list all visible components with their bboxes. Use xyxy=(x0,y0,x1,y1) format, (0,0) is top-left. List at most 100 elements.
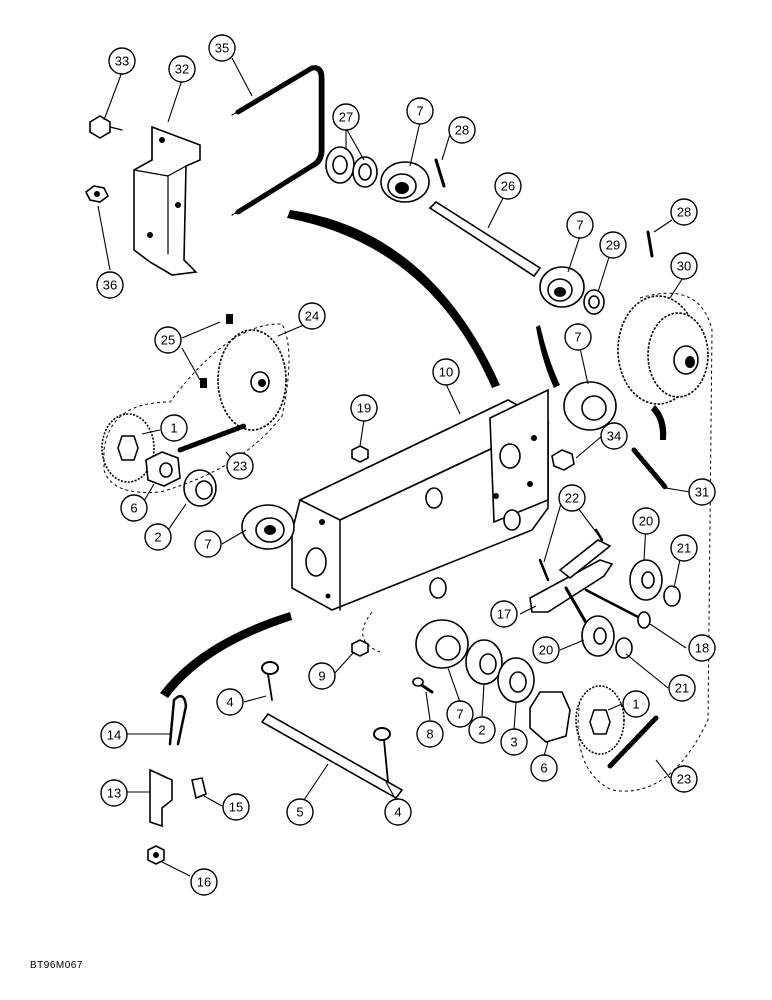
chain-23-left xyxy=(177,423,247,453)
nut-34 xyxy=(551,449,575,471)
sprocket-24 xyxy=(217,329,287,431)
washer-21-lower xyxy=(615,637,633,659)
svg-text:19: 19 xyxy=(357,401,371,416)
roller-20-upper xyxy=(629,559,663,601)
svg-text:24: 24 xyxy=(305,309,319,324)
svg-text:23: 23 xyxy=(677,772,691,787)
spring-pin-14 xyxy=(168,694,188,746)
callout-20-b: 20 xyxy=(532,636,560,664)
svg-text:30: 30 xyxy=(677,259,691,274)
nut-16 xyxy=(147,845,165,865)
sprocket-1-right xyxy=(575,685,625,755)
callout-29: 29 xyxy=(599,231,627,259)
set-screws-25 xyxy=(200,314,233,388)
bolt-8 xyxy=(412,677,434,694)
svg-text:4: 4 xyxy=(394,805,401,820)
callout-17: 17 xyxy=(490,600,518,628)
svg-text:3: 3 xyxy=(510,735,517,750)
callout-6-a: 6 xyxy=(120,494,148,522)
callout-7-b: 7 xyxy=(566,211,594,239)
svg-text:35: 35 xyxy=(215,41,229,56)
svg-text:18: 18 xyxy=(695,641,709,656)
svg-text:5: 5 xyxy=(296,805,303,820)
svg-text:34: 34 xyxy=(607,429,621,444)
callout-19: 19 xyxy=(350,394,378,422)
callout-1-b: 1 xyxy=(622,690,650,718)
main-frame-10 xyxy=(291,388,550,611)
callout-33: 33 xyxy=(108,47,136,75)
callout-28-a: 28 xyxy=(448,116,476,144)
callout-24: 24 xyxy=(298,302,326,330)
callout-6-b: 6 xyxy=(530,754,558,782)
hex-hub-6-bottom xyxy=(529,691,571,743)
svg-text:8: 8 xyxy=(426,727,433,742)
svg-text:32: 32 xyxy=(175,62,189,77)
bearing-7-right xyxy=(539,266,585,308)
svg-text:23: 23 xyxy=(233,459,247,474)
callout-5: 5 xyxy=(286,798,314,826)
hair-pins-4 xyxy=(261,661,391,783)
callout-31: 31 xyxy=(688,478,716,506)
callout-4-a: 4 xyxy=(216,688,244,716)
callout-14: 14 xyxy=(100,721,128,749)
callout-25: 25 xyxy=(154,326,182,354)
callout-34: 34 xyxy=(600,422,628,450)
svg-text:36: 36 xyxy=(103,278,117,293)
chain-path-lines xyxy=(103,292,713,792)
svg-text:9: 9 xyxy=(318,669,325,684)
svg-text:4: 4 xyxy=(226,695,233,710)
callout-36: 36 xyxy=(96,271,124,299)
svg-text:25: 25 xyxy=(161,333,175,348)
callout-1-a: 1 xyxy=(160,414,188,442)
nut-36 xyxy=(84,185,110,203)
callout-26: 26 xyxy=(494,172,522,200)
callout-35: 35 xyxy=(208,34,236,62)
callout-18: 18 xyxy=(688,634,716,662)
bearing-7-frame xyxy=(563,381,617,431)
svg-text:29: 29 xyxy=(606,238,620,253)
shaft-5 xyxy=(260,712,404,800)
svg-text:6: 6 xyxy=(130,501,137,516)
callout-13: 13 xyxy=(100,779,128,807)
collar-29 xyxy=(583,289,605,315)
svg-text:20: 20 xyxy=(539,643,553,658)
flow-arrows xyxy=(160,210,667,698)
callout-9: 9 xyxy=(308,662,336,690)
spacer-2-bottom xyxy=(465,639,503,685)
svg-text:7: 7 xyxy=(456,707,463,722)
callout-7-c: 7 xyxy=(564,323,592,351)
svg-text:1: 1 xyxy=(170,421,177,436)
callout-22: 22 xyxy=(558,484,586,512)
callout-7-a: 7 xyxy=(406,97,434,125)
callout-20-a: 20 xyxy=(632,507,660,535)
svg-text:17: 17 xyxy=(497,607,511,622)
callout-28-b: 28 xyxy=(670,198,698,226)
callout-23-a: 23 xyxy=(226,452,254,480)
callout-16: 16 xyxy=(190,868,218,896)
svg-text:20: 20 xyxy=(639,514,653,529)
callout-30: 30 xyxy=(670,252,698,280)
hex-hub-6-left xyxy=(145,451,181,487)
u-bolt-35 xyxy=(231,65,325,216)
washer-21-upper xyxy=(663,585,681,607)
svg-text:7: 7 xyxy=(204,537,211,552)
nut-19 xyxy=(351,445,369,463)
svg-text:16: 16 xyxy=(197,875,211,890)
svg-text:10: 10 xyxy=(439,365,453,380)
callout-21-b: 21 xyxy=(668,674,696,702)
pin-28-right xyxy=(646,230,654,258)
pins-22 xyxy=(538,528,604,582)
bearing-7-top xyxy=(380,161,430,203)
svg-text:31: 31 xyxy=(695,485,709,500)
bolt-18 xyxy=(584,588,651,629)
callout-3: 3 xyxy=(500,728,528,756)
chain-31 xyxy=(631,447,669,491)
svg-text:27: 27 xyxy=(339,110,353,125)
svg-text:1: 1 xyxy=(632,697,639,712)
bracket-13 xyxy=(149,768,173,828)
svg-text:14: 14 xyxy=(107,728,121,743)
callout-2-b: 2 xyxy=(468,716,496,744)
callout-10: 10 xyxy=(432,358,460,386)
bolt-15 xyxy=(191,777,207,800)
